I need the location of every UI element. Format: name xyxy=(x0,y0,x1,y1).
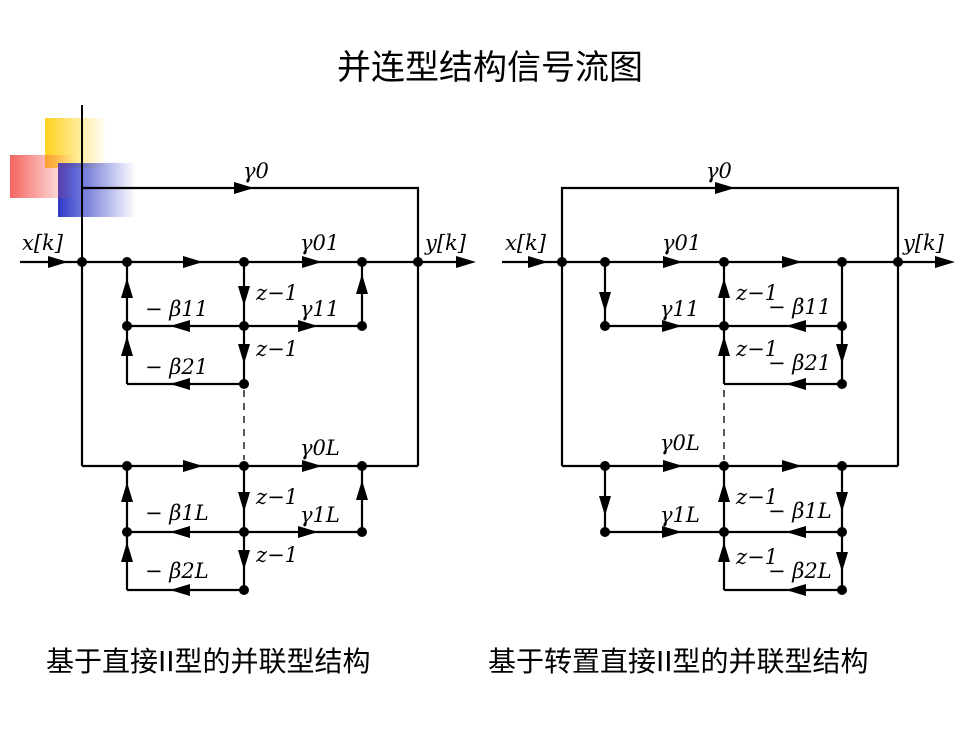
gain-label: γ0 xyxy=(706,159,732,183)
gain-label: γ1L xyxy=(660,503,700,527)
delay-label: z−1 xyxy=(255,337,298,361)
gain-label: γ11 xyxy=(660,297,699,321)
delay-label: z−1 xyxy=(255,485,298,509)
caption-left: 基于直接II型的并联型结构 xyxy=(46,645,371,678)
coef-label: − β21 xyxy=(768,351,831,375)
caption-right: 基于转置直接II型的并联型结构 xyxy=(488,645,869,678)
gain-label: γ0L xyxy=(660,431,700,455)
coef-label: − β11 xyxy=(145,297,208,321)
coef-label: − β11 xyxy=(768,295,831,319)
gain-label: γ0 xyxy=(243,159,269,183)
delay-label: z−1 xyxy=(255,281,298,305)
input-label: x[k] xyxy=(505,231,547,255)
gain-label: γ01 xyxy=(662,231,701,255)
coef-label: − β21 xyxy=(145,355,208,379)
gain-label: γ1L xyxy=(300,503,340,527)
output-label: y[k] xyxy=(902,231,945,255)
page-title: 并连型结构信号流图 xyxy=(337,48,643,88)
coef-label: − β2L xyxy=(145,559,209,583)
output-label: y[k] xyxy=(424,231,467,255)
delay-label: z−1 xyxy=(735,281,778,305)
delay-label: z−1 xyxy=(255,543,298,567)
right-diagram: x[k] y[k] γ0 γ01 γ11 γ0L γ1L z−1 z−1 z−1… xyxy=(502,159,955,596)
left-diagram: x[k] y[k] γ0 γ01 γ11 γ0L γ1L − β11 − β21… xyxy=(20,159,476,596)
coef-label: − β1L xyxy=(768,499,832,523)
delay-label: z−1 xyxy=(735,485,778,509)
coef-label: − β1L xyxy=(145,501,209,525)
coef-label: − β2L xyxy=(768,559,832,583)
input-label: x[k] xyxy=(22,231,64,255)
delay-label: z−1 xyxy=(735,337,778,361)
decorative-logo xyxy=(10,105,560,262)
gain-label: γ11 xyxy=(300,297,339,321)
gain-label: γ01 xyxy=(300,231,339,255)
delay-label: z−1 xyxy=(735,545,778,569)
gain-label: γ0L xyxy=(300,436,340,460)
